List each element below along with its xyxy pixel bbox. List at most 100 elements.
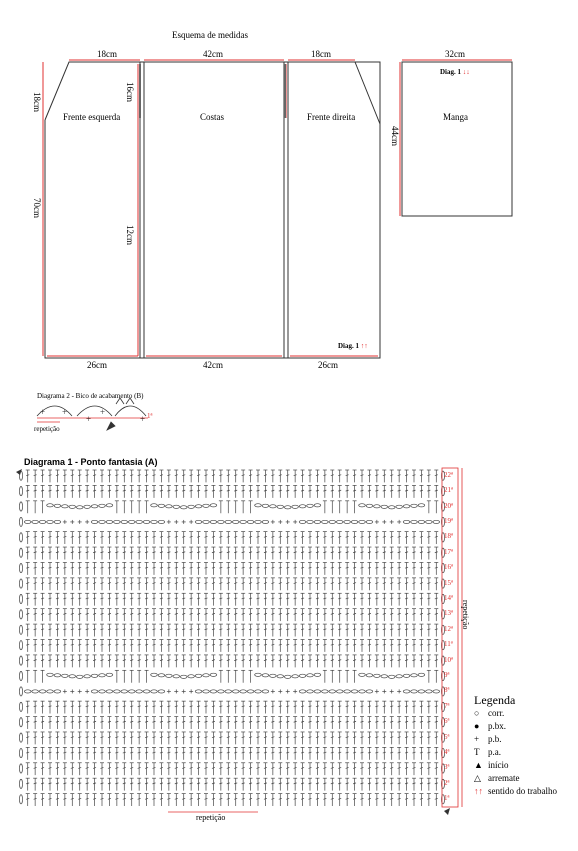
legend-label: arremate	[488, 773, 520, 783]
stitch-row	[19, 731, 445, 745]
stitch-row	[19, 608, 445, 622]
piece-back: Costas	[200, 112, 225, 122]
legend-symbol-icon: △	[474, 773, 481, 783]
width-back-top: 42cm	[203, 49, 223, 59]
width-front-right: 18cm	[311, 49, 331, 59]
row-label: 13ª	[444, 609, 453, 618]
sleeve-outline	[401, 61, 513, 217]
legend-item: + p.b.	[474, 735, 502, 744]
start-marker-icon	[16, 469, 22, 475]
arrow-up-icon: ↑↑	[360, 342, 368, 350]
row-number-column	[441, 467, 459, 808]
svg-text:+: +	[86, 414, 91, 424]
piece-sleeve: Manga	[443, 112, 468, 122]
stitch-row	[19, 516, 445, 527]
row-label: 17ª	[444, 547, 453, 556]
stitch-row	[19, 500, 445, 514]
stitch-row	[19, 485, 445, 498]
svg-text:+: +	[140, 414, 145, 424]
stitch-row	[19, 777, 445, 791]
row-label: 18ª	[444, 532, 453, 541]
schema-title: Esquema de medidas	[172, 30, 248, 40]
stitch-row	[19, 669, 445, 683]
row-label: 2ª	[444, 778, 450, 787]
width-sleeve: 32cm	[445, 49, 465, 59]
legend-item: ● p.bx.	[474, 722, 506, 731]
diagram1-bottom-repeat: repetição	[196, 813, 226, 822]
legend-symbol-icon: ●	[474, 721, 480, 731]
row-label: 7ª	[444, 701, 450, 710]
legend-label: p.bx.	[488, 721, 506, 731]
piece-front-left: Frente esquerda	[63, 112, 121, 122]
diagram1-title: Diagrama 1 - Ponto fantasia (A)	[24, 457, 158, 467]
row-label: 21ª	[444, 486, 453, 495]
bottom-width-left: 26cm	[87, 360, 107, 370]
stitch-row	[19, 623, 445, 637]
bottom-width-back: 42cm	[203, 360, 223, 370]
legend-symbol-icon: T	[474, 747, 480, 757]
row-label: 1ª	[444, 794, 450, 803]
stitch-row	[19, 686, 445, 697]
svg-text:+: +	[62, 407, 67, 417]
row-label: 12ª	[444, 624, 453, 633]
body-diag-label: Diag. 1 ↑↑	[338, 342, 368, 350]
svg-text:+: +	[100, 407, 105, 417]
width-front-left: 18cm	[97, 49, 117, 59]
legend-symbol-icon: ↑↑	[474, 786, 483, 796]
legend-label: p.b.	[488, 734, 502, 744]
row-label: 10ª	[444, 655, 453, 664]
row-label: 11ª	[444, 640, 453, 649]
sleeve-diag-label: Diag. 1 ↓↓	[440, 68, 470, 76]
stitch-row	[19, 793, 445, 806]
row-label: 15ª	[444, 578, 453, 587]
end-marker-icon	[444, 808, 450, 815]
legend-symbol-icon: ▲	[474, 760, 483, 770]
stitch-row	[19, 562, 445, 575]
row-label: 19ª	[444, 516, 453, 525]
bottom-width-right: 26cm	[318, 360, 338, 370]
row-label: 22ª	[444, 470, 453, 479]
legend-symbol-icon: ○	[474, 708, 480, 718]
row-label: 14ª	[444, 593, 453, 602]
diagram1-side-repeat: repetição	[461, 600, 470, 630]
row-label: 8ª	[444, 686, 450, 695]
legend-item: ○corr.	[474, 709, 504, 718]
stitch-row	[19, 592, 445, 606]
stitch-row	[19, 700, 445, 714]
stitch-row	[19, 747, 445, 760]
legend-item: ↑↑ sentido do trabalho	[474, 787, 557, 796]
legend-title: Legenda	[474, 693, 516, 707]
diagram2-row-1: 1ª	[147, 412, 153, 420]
stitch-row	[19, 546, 445, 560]
stitch-row	[19, 654, 445, 668]
stitch-row	[19, 577, 445, 591]
row-label: 16ª	[444, 563, 453, 572]
legend-label: p.a.	[488, 747, 501, 757]
arrow-down-icon: ↓↓	[462, 68, 470, 76]
row-label: 9ª	[444, 671, 450, 680]
body-outline	[44, 61, 381, 359]
legend-item: △ arremate	[474, 774, 519, 783]
stitch-row	[19, 469, 445, 483]
piece-front-right: Frente direita	[307, 112, 356, 122]
row-label: 5ª	[444, 732, 450, 741]
legend-label: início	[488, 760, 509, 770]
row-label: 4ª	[444, 748, 450, 757]
row-label: 3ª	[444, 763, 450, 772]
row-label: 20ª	[444, 501, 453, 510]
stitch-row	[19, 639, 445, 652]
legend-item: ▲ início	[474, 761, 509, 770]
legend-label: sentido do trabalho	[488, 786, 557, 796]
stitch-row	[19, 531, 445, 545]
stitch-row	[19, 762, 445, 776]
diagram2-repeat: repetição	[34, 425, 60, 433]
row-label: 6ª	[444, 717, 450, 726]
legend-symbol-icon: +	[474, 734, 480, 744]
stitch-row	[19, 716, 445, 729]
svg-text:+: +	[40, 407, 45, 417]
diagram2-title: Diagrama 2 - Bico de acabamento (B)	[37, 392, 144, 400]
